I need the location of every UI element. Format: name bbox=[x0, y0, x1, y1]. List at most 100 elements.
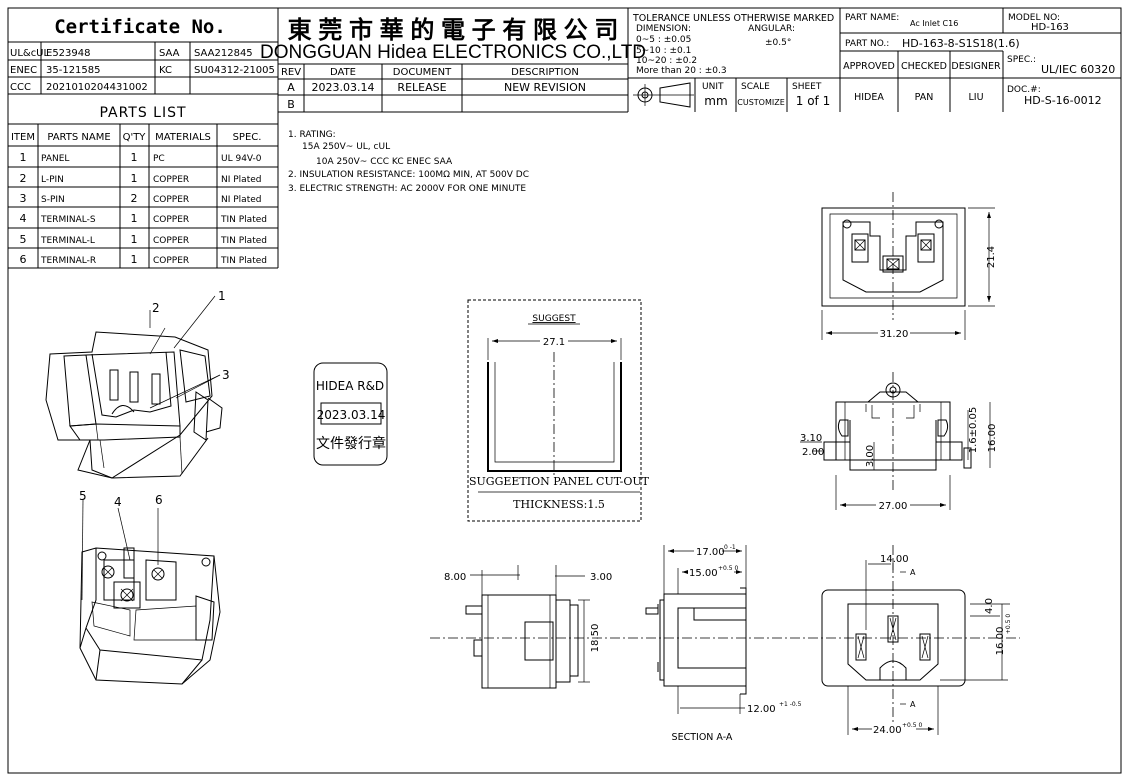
parts-cell-qty: 1 bbox=[131, 172, 138, 185]
title-block: PART NAME: Ac Inlet C16 MODEL NO: HD-163… bbox=[840, 8, 1121, 112]
rev-cell: B bbox=[287, 98, 295, 111]
checked-by: PAN bbox=[915, 92, 934, 103]
scale-label: SCALE bbox=[741, 82, 770, 92]
dim-top-height: 21.4 bbox=[986, 246, 997, 268]
parts-header: MATERIALS bbox=[155, 132, 211, 143]
rev-cell: NEW REVISION bbox=[504, 81, 586, 94]
note-line: 1. RATING: bbox=[288, 130, 336, 140]
projection-symbol-icon bbox=[633, 82, 694, 108]
parts-list-title: PARTS LIST bbox=[99, 105, 186, 121]
section-mark-top: A bbox=[910, 568, 916, 577]
cutout-width: 27.1 bbox=[543, 337, 565, 348]
parts-cell-spec: TIN Plated bbox=[220, 256, 267, 266]
rev-header: DESCRIPTION bbox=[511, 67, 579, 78]
dim-face-16-00: 16.00 bbox=[995, 627, 1006, 656]
dim-sec-15-00: 15.00 bbox=[689, 568, 718, 579]
approved-label: APPROVED bbox=[843, 61, 895, 72]
dim-3-00: 3.00 bbox=[865, 445, 876, 467]
parts-cell-item: 3 bbox=[20, 192, 27, 205]
designer-label: DESIGNER bbox=[951, 61, 1001, 72]
balloon-2: 2 bbox=[152, 301, 160, 315]
unit-value: mm bbox=[704, 94, 727, 108]
parts-list: PARTS LIST ITEM PARTS NAME Q'TY MATERIAL… bbox=[8, 105, 278, 269]
balloon-1: 1 bbox=[218, 289, 226, 303]
parts-cell-spec: NI Plated bbox=[221, 195, 261, 205]
cert-key: KC bbox=[159, 65, 172, 76]
model-number: HD-163 bbox=[1031, 22, 1069, 33]
parts-cell-spec: NI Plated bbox=[221, 175, 261, 185]
note-line: 2. INSULATION RESISTANCE: 100MΩ MIN, AT … bbox=[288, 170, 529, 180]
dim-face-24-00-tol: +0.5 0 bbox=[902, 722, 922, 729]
dim-1-6: 1.6±0.05 bbox=[968, 407, 979, 454]
cert-key: SAA bbox=[159, 48, 180, 59]
parts-header: PARTS NAME bbox=[47, 132, 110, 143]
parts-cell-qty: 1 bbox=[131, 253, 138, 266]
cert-key: UL&cUL bbox=[10, 48, 50, 59]
company-name-cn: 東 莞 市 華 的 電 子 有 限 公 司 bbox=[288, 16, 619, 44]
parts-cell-spec: UL 94V-0 bbox=[221, 154, 262, 164]
rev-header: DATE bbox=[330, 67, 356, 78]
parts-header: SPEC. bbox=[233, 132, 262, 143]
cert-value: SAA212845 bbox=[194, 48, 253, 59]
cutout-suggest-label: SUGGEST bbox=[532, 314, 576, 324]
section-label: SECTION A-A bbox=[672, 732, 733, 743]
dim-top-width: 31.20 bbox=[880, 329, 909, 340]
part-name-label: PART NAME: bbox=[845, 13, 899, 23]
dim-side-3-00: 3.00 bbox=[590, 572, 612, 583]
parts-header: Q'TY bbox=[123, 132, 147, 143]
dim-face-16-00-tol: +0.5 0 bbox=[1005, 614, 1012, 634]
dim-side-18-50: 18.50 bbox=[590, 624, 601, 653]
parts-cell-spec: TIN Plated bbox=[220, 236, 267, 246]
parts-cell-name: S-PIN bbox=[41, 195, 65, 205]
parts-header: ITEM bbox=[11, 132, 35, 143]
certificate-block: Certificate No. UL&cUL E523948 SAA SAA21… bbox=[8, 8, 279, 268]
approved-by: HIDEA bbox=[854, 92, 884, 103]
dim-16-00: 16.00 bbox=[987, 424, 998, 453]
dim-3-10: 3.10 bbox=[800, 433, 822, 444]
certificate-title: Certificate No. bbox=[54, 16, 226, 38]
cutout-thickness: THICKNESS:1.5 bbox=[513, 498, 605, 511]
isometric-rear-view bbox=[79, 499, 221, 685]
parts-cell-mat: COPPER bbox=[153, 236, 189, 246]
doc-label: DOC.#: bbox=[1007, 85, 1041, 95]
parts-cell-item: 6 bbox=[20, 253, 27, 266]
rev-cell: 2023.03.14 bbox=[312, 81, 375, 94]
checked-label: CHECKED bbox=[901, 61, 947, 72]
release-stamp: HIDEA R&D 2023.03.14 文件發行章 bbox=[313, 362, 388, 466]
parts-cell-item: 2 bbox=[20, 172, 27, 185]
parts-cell-name: TERMINAL-L bbox=[40, 236, 95, 246]
note-line: 3. ELECTRIC STRENGTH: AC 2000V FOR ONE M… bbox=[288, 184, 526, 194]
isometric-front-view bbox=[45, 295, 223, 479]
parts-cell-item: 1 bbox=[20, 151, 27, 164]
parts-cell-mat: COPPER bbox=[153, 195, 189, 205]
tolerance-title: TOLERANCE UNLESS OTHERWISE MARKED bbox=[632, 13, 834, 24]
tolerance-angular-value: ±0.5° bbox=[765, 38, 791, 48]
parts-cell-qty: 1 bbox=[131, 212, 138, 225]
parts-cell-qty: 1 bbox=[131, 233, 138, 246]
balloon-6: 6 bbox=[155, 493, 163, 507]
front-view: 27.00 3.10 2.00 3.00 1.6±0.05 16.00 bbox=[800, 372, 998, 512]
sheet-value: 1 of 1 bbox=[796, 94, 830, 108]
section-a-a-view: 17.00 0 -1 15.00 +0.5 0 12.00 +1 -0.5 SE… bbox=[645, 544, 802, 743]
cutout-caption: SUGGEETION PANEL CUT-OUT bbox=[469, 475, 650, 488]
dim-sec-17-00-tol: 0 -1 bbox=[724, 544, 736, 551]
balloon-5: 5 bbox=[79, 489, 87, 503]
panel-cutout-view: SUGGEST 27.1 SUGGEETION PANEL CUT-OUT TH… bbox=[467, 299, 650, 522]
cert-key: CCC bbox=[10, 82, 31, 93]
tolerance-range: More than 20 : ±0.3 bbox=[636, 66, 727, 76]
sheet-label: SHEET bbox=[792, 82, 822, 92]
balloon-4: 4 bbox=[114, 495, 122, 509]
dim-sec-12-00-tol: +1 -0.5 bbox=[779, 701, 802, 708]
notes: 1. RATING: 15A 250V~ UL, cUL 10A 250V~ C… bbox=[288, 130, 529, 194]
parts-cell-name: TERMINAL-S bbox=[40, 215, 96, 225]
spec-label: SPEC.: bbox=[1007, 55, 1036, 65]
parts-cell-name: PANEL bbox=[41, 154, 69, 164]
parts-cell-name: TERMINAL-R bbox=[40, 256, 96, 266]
tolerance-block: TOLERANCE UNLESS OTHERWISE MARKED DIMENS… bbox=[628, 8, 841, 112]
dim-sec-17-00: 17.00 bbox=[696, 547, 725, 558]
rev-header: REV bbox=[281, 67, 301, 78]
stamp-date: 2023.03.14 bbox=[317, 408, 386, 422]
note-line: 15A 250V~ UL, cUL bbox=[302, 142, 390, 152]
rev-cell: RELEASE bbox=[397, 81, 446, 94]
